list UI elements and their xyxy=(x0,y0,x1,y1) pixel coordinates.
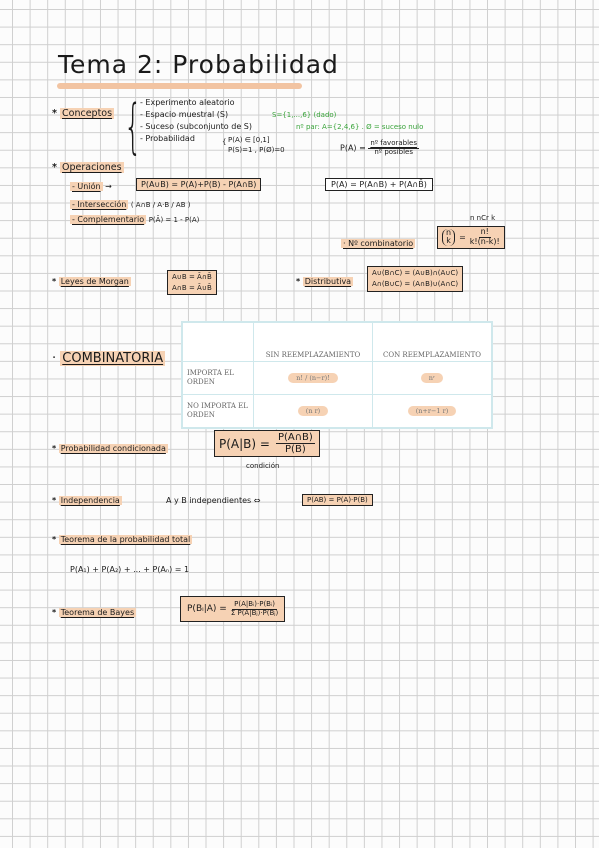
total-heading: * Teorema de la probabilidad total xyxy=(52,535,193,544)
combinatoria-heading: · Combinatoria xyxy=(52,351,166,366)
union-formula: P(A∪B) = P(A)+P(B) - P(A∩B) xyxy=(136,178,262,191)
concepto-item: - Experimento aleatorio xyxy=(140,98,235,107)
independencia-heading: * Independencia xyxy=(52,496,122,505)
par-example: nº par: A={2,4,6} . Ø = suceso nulo xyxy=(296,123,424,131)
morgan-heading: * Leyes de Morgan xyxy=(52,277,131,286)
table-corner xyxy=(181,321,254,362)
total-formula: P(A₁) + P(A₂) + ... + P(Aₙ) = 1 xyxy=(70,565,190,574)
independencia-formula: P(AB) = P(A)·P(B) xyxy=(302,494,373,506)
col-header-sin: SIN REEMPLAZAMIENTO xyxy=(253,321,373,362)
combinatoria-table: SIN REEMPLAZAMIENTO CON REEMPLAZAMIENTO … xyxy=(181,321,493,429)
bayes-heading: * Teorema de Bayes xyxy=(52,608,137,617)
col-header-con: CON REEMPLAZAMIENTO xyxy=(372,321,493,362)
condicion-note: condición xyxy=(246,462,280,470)
table-cell: (n+r−1 r) xyxy=(372,394,493,429)
condicionada-heading: * Probabilidad condicionada xyxy=(52,444,168,453)
prob-axiom: P(A) ∈ [0,1] xyxy=(228,136,270,144)
table-cell: n! / (n−r)! xyxy=(253,361,373,395)
morgan-box: A∪B = Ā∩B̄ A∩B = Ā∪B̄ xyxy=(167,270,217,295)
row-header-no-importa: NO IMPORTA EL ORDEN xyxy=(181,394,254,429)
concepto-item: - Suceso (subconjunto de S) xyxy=(140,122,252,131)
distributiva-line: A∪(B∩C) = (A∪B)∩(A∪C) xyxy=(372,269,459,277)
prob-brace: { xyxy=(222,138,227,146)
morgan-line: A∪B = Ā∩B̄ xyxy=(172,273,212,281)
conceptos-heading: * Conceptos xyxy=(52,108,115,119)
bayes-formula: P(Bᵢ|A) = P(A|Bᵢ)·P(Bᵢ)Σ P(A|Bⱼ)·P(Bⱼ) xyxy=(180,596,286,623)
concepto-item: - Espacio muestral (S) xyxy=(140,110,229,119)
complementario-row: - Complementario P(Ā) = 1 - P(A) xyxy=(70,215,200,224)
ncr-note: n nCr k xyxy=(470,214,496,222)
condicionada-formula: P(A|B) = P(A∩B)P(B) xyxy=(214,430,320,457)
page-title: Tema 2: Probabilidad xyxy=(58,50,339,79)
row-header-importa: IMPORTA EL ORDEN xyxy=(181,361,254,395)
title-underline xyxy=(57,83,302,89)
interseccion-row: - Intersección ( A∩B / A·B / AB ) xyxy=(70,200,191,209)
independencia-text: A y B independientes ⇔ xyxy=(166,496,261,505)
combinatorio-label: · Nº combinatorio xyxy=(341,239,416,248)
table-cell: (n r) xyxy=(253,394,373,429)
distributiva-box: A∪(B∩C) = (A∪B)∩(A∪C) A∩(B∪C) = (A∩B)∪(A… xyxy=(367,266,464,293)
distributiva-line: A∩(B∪C) = (A∩B)∪(A∩C) xyxy=(372,280,459,289)
union-label: - Unión → xyxy=(70,182,112,191)
union-alt-formula: P(A) = P(A∩B) + P(A∩B̄) xyxy=(325,178,433,191)
concepto-item: - Probabilidad xyxy=(140,134,195,143)
conceptos-brace: { xyxy=(124,91,142,161)
table-cell: nʳ xyxy=(372,361,493,395)
distributiva-heading: * Distributiva xyxy=(296,277,354,286)
operaciones-heading: * Operaciones xyxy=(52,162,124,173)
prob-axiom: P(S)=1 , P(Ø)=0 xyxy=(228,146,285,154)
morgan-line: A∩B = Ā∪B̄ xyxy=(172,283,212,292)
s-example: S={1,...,6} (dado) xyxy=(272,111,337,119)
